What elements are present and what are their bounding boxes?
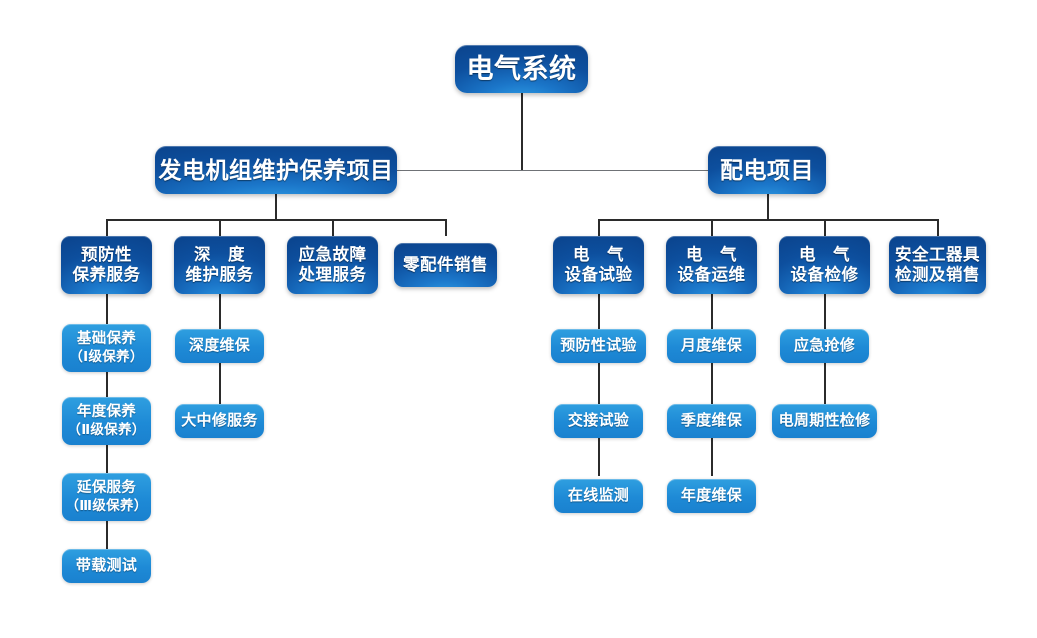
node-label: 深 度 维护服务 xyxy=(185,245,254,284)
node-label: 应急抢修 xyxy=(793,336,856,354)
node-label: 安全工器具 检测及销售 xyxy=(895,245,980,284)
node-root[interactable]: 电气系统 xyxy=(455,45,588,93)
node-periodic-overhaul[interactable]: 电周期性检修 xyxy=(772,404,877,438)
node-handover-test[interactable]: 交接试验 xyxy=(554,404,643,438)
node-label: 基础保养 xyxy=(76,331,137,348)
node-label: 年度维保 xyxy=(680,486,743,504)
node-label: 带载测试 xyxy=(75,556,138,574)
connector-gen-drop-1 xyxy=(106,219,108,236)
connector-dist-bus xyxy=(598,219,938,221)
node-electrical-equipment-testing[interactable]: 电 气 设备试验 xyxy=(553,236,644,294)
node-root-label: 电气系统 xyxy=(466,53,577,84)
node-label: 电 气 设备运维 xyxy=(677,245,746,284)
node-major-overhaul-service[interactable]: 大中修服务 xyxy=(175,404,264,438)
node-generator-maintenance-project[interactable]: 发电机组维护保养项目 xyxy=(155,146,397,194)
node-sublabel: （Ⅱ级保养） xyxy=(67,421,146,437)
connector-dist-drop-2 xyxy=(711,219,713,236)
node-label: 应急故障 处理服务 xyxy=(298,245,367,284)
node-spare-parts-sales[interactable]: 零配件销售 xyxy=(394,243,497,287)
node-annual-maintenance-dist[interactable]: 年度维保 xyxy=(667,479,756,513)
connector-gen-drop-4 xyxy=(445,219,447,236)
node-label: 月度维保 xyxy=(680,336,743,354)
node-label: 预防性试验 xyxy=(560,336,637,354)
connector-gen-down xyxy=(275,194,277,220)
node-label: 深度维保 xyxy=(188,336,251,354)
connector-root-down xyxy=(521,93,523,171)
node-preventive-test[interactable]: 预防性试验 xyxy=(551,329,646,363)
node-monthly-maintenance[interactable]: 月度维保 xyxy=(667,329,756,363)
node-distribution-project[interactable]: 配电项目 xyxy=(708,146,826,194)
node-preventive-maintenance-service[interactable]: 预防性 保养服务 xyxy=(61,236,152,294)
connector-dist-down xyxy=(767,194,769,220)
connector-dist-drop-4 xyxy=(937,219,939,236)
connector-level2-span xyxy=(396,170,709,171)
node-label: 预防性 保养服务 xyxy=(72,245,141,284)
node-emergency-fault-handling-service[interactable]: 应急故障 处理服务 xyxy=(287,236,378,294)
connector-gen-bus xyxy=(106,219,446,221)
node-label: 发电机组维护保养项目 xyxy=(158,156,394,183)
node-label: 大中修服务 xyxy=(181,411,258,429)
node-label: 电周期性检修 xyxy=(778,411,871,429)
node-label: 年度保养 xyxy=(76,404,137,421)
node-load-test[interactable]: 带载测试 xyxy=(62,549,151,583)
node-deep-maintenance-service[interactable]: 深 度 维护服务 xyxy=(174,236,265,294)
node-sublabel: （Ⅰ级保养） xyxy=(69,348,144,364)
node-label: 交接试验 xyxy=(567,411,630,429)
connector-chain-col6 xyxy=(711,294,713,476)
node-emergency-repair[interactable]: 应急抢修 xyxy=(780,329,869,363)
node-deep-maintenance[interactable]: 深度维保 xyxy=(175,329,264,363)
node-extended-warranty-service[interactable]: 延保服务 （Ⅲ级保养） xyxy=(62,473,151,521)
node-label: 在线监测 xyxy=(567,486,630,504)
node-label: 电 气 设备检修 xyxy=(790,245,859,284)
node-label: 季度维保 xyxy=(680,411,743,429)
node-label: 电 气 设备试验 xyxy=(564,245,633,284)
connector-chain-col5 xyxy=(598,294,600,476)
node-label: 零配件销售 xyxy=(403,255,488,274)
connector-gen-drop-2 xyxy=(219,219,221,236)
connector-dist-drop-3 xyxy=(824,219,826,236)
node-label: 配电项目 xyxy=(720,156,814,183)
node-basic-maintenance[interactable]: 基础保养 （Ⅰ级保养） xyxy=(62,324,151,372)
connector-gen-drop-3 xyxy=(332,219,334,236)
node-safety-tools-inspection-sales[interactable]: 安全工器具 检测及销售 xyxy=(889,236,986,294)
connector-dist-drop-1 xyxy=(598,219,600,236)
node-electrical-equipment-overhaul[interactable]: 电 气 设备检修 xyxy=(779,236,870,294)
node-annual-maintenance[interactable]: 年度保养 （Ⅱ级保养） xyxy=(62,397,151,445)
node-quarterly-maintenance[interactable]: 季度维保 xyxy=(667,404,756,438)
node-online-monitoring[interactable]: 在线监测 xyxy=(554,479,643,513)
node-electrical-equipment-operation[interactable]: 电 气 设备运维 xyxy=(666,236,757,294)
node-label: 延保服务 xyxy=(76,480,137,497)
node-sublabel: （Ⅲ级保养） xyxy=(65,497,148,513)
